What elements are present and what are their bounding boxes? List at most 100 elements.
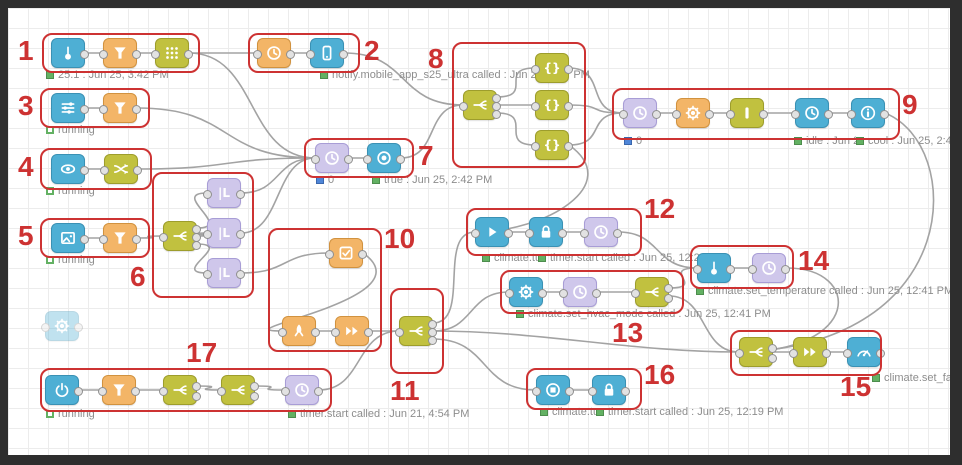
fork-node[interactable] [631, 277, 673, 307]
input-port[interactable] [505, 288, 514, 298]
output-port[interactable] [80, 49, 89, 59]
wire[interactable] [136, 107, 316, 159]
wire[interactable] [254, 385, 285, 391]
forward-node[interactable] [789, 337, 831, 367]
wire[interactable] [196, 385, 221, 391]
power-node[interactable] [45, 375, 83, 405]
funnel-node[interactable] [98, 375, 140, 405]
clock-node[interactable] [311, 143, 353, 173]
input-port[interactable] [100, 165, 109, 175]
output-port[interactable] [132, 234, 141, 244]
output-port[interactable] [250, 381, 259, 391]
wire[interactable] [193, 243, 211, 274]
input-port[interactable] [672, 109, 681, 119]
input-port[interactable] [559, 288, 568, 298]
input-port[interactable] [843, 348, 852, 358]
input-port[interactable] [631, 288, 640, 298]
input-port[interactable] [525, 228, 534, 238]
thermometer-node[interactable] [51, 38, 89, 68]
wire[interactable] [617, 231, 698, 269]
gear-node[interactable] [505, 277, 547, 307]
output-port[interactable] [652, 109, 661, 119]
output-port[interactable] [621, 386, 630, 396]
output-port[interactable] [726, 264, 735, 274]
thermometer-node[interactable] [693, 253, 735, 283]
wire[interactable] [137, 157, 316, 170]
funnel-node[interactable] [99, 38, 141, 68]
output-port[interactable] [344, 154, 353, 164]
funnel-node[interactable] [99, 93, 141, 123]
output-port[interactable] [396, 154, 405, 164]
input-port[interactable] [306, 49, 315, 59]
output-port[interactable] [824, 109, 833, 119]
barsL-node[interactable]: |L [203, 258, 245, 288]
checkbox-node[interactable] [325, 238, 367, 268]
output-port[interactable] [286, 49, 295, 59]
output-port[interactable] [314, 386, 323, 396]
input-port[interactable] [363, 154, 372, 164]
output-port[interactable] [192, 240, 201, 250]
shuffle-node[interactable] [100, 154, 142, 184]
output-port[interactable] [236, 189, 245, 199]
input-port[interactable] [748, 264, 757, 274]
braces-node[interactable]: {} [531, 53, 573, 83]
input-port[interactable] [693, 264, 702, 274]
clock-node[interactable] [748, 253, 790, 283]
input-port[interactable] [331, 327, 340, 337]
pipe-node[interactable] [726, 98, 768, 128]
output-port[interactable] [192, 391, 201, 401]
wire[interactable] [738, 267, 839, 353]
dots-node[interactable] [151, 38, 193, 68]
input-port[interactable] [41, 322, 50, 332]
braces-node[interactable]: {} [531, 130, 573, 160]
input-port[interactable] [531, 141, 540, 151]
gear-node[interactable] [41, 311, 83, 341]
record-node[interactable] [363, 143, 405, 173]
wire[interactable] [318, 330, 400, 391]
input-port[interactable] [471, 228, 480, 238]
barsL-node[interactable]: |L [203, 218, 245, 248]
rocket-node[interactable] [278, 316, 320, 346]
output-port[interactable] [250, 391, 259, 401]
fork-node[interactable] [217, 375, 259, 405]
input-port[interactable] [395, 327, 404, 337]
output-port[interactable] [768, 343, 777, 353]
output-port[interactable] [80, 104, 89, 114]
output-port[interactable] [74, 386, 83, 396]
input-port[interactable] [99, 49, 108, 59]
phone-node[interactable] [306, 38, 348, 68]
clock-node[interactable] [559, 277, 601, 307]
stop-node[interactable] [532, 375, 574, 405]
input-port[interactable] [580, 228, 589, 238]
wire[interactable] [432, 338, 537, 391]
input-port[interactable] [847, 109, 856, 119]
output-port[interactable] [564, 101, 573, 111]
input-port[interactable] [588, 386, 597, 396]
output-port[interactable] [564, 141, 573, 151]
input-port[interactable] [217, 386, 226, 396]
output-port[interactable] [236, 229, 245, 239]
play-node[interactable] [471, 217, 513, 247]
output-port[interactable] [132, 104, 141, 114]
output-port[interactable] [664, 293, 673, 303]
fork-node[interactable] [735, 337, 777, 367]
forward-node[interactable] [331, 316, 373, 346]
output-port[interactable] [880, 109, 889, 119]
input-port[interactable] [459, 101, 468, 111]
wire[interactable] [668, 295, 740, 353]
gear-node[interactable] [672, 98, 714, 128]
wire[interactable] [188, 52, 316, 159]
output-port[interactable] [768, 353, 777, 363]
input-port[interactable] [159, 386, 168, 396]
output-port[interactable] [664, 283, 673, 293]
input-port[interactable] [151, 49, 160, 59]
input-port[interactable] [311, 154, 320, 164]
clock-node[interactable] [619, 98, 661, 128]
input-port[interactable] [791, 109, 800, 119]
output-port[interactable] [504, 228, 513, 238]
output-port[interactable] [558, 228, 567, 238]
input-port[interactable] [531, 64, 540, 74]
output-port[interactable] [358, 249, 367, 259]
output-port[interactable] [592, 288, 601, 298]
output-port[interactable] [339, 49, 348, 59]
